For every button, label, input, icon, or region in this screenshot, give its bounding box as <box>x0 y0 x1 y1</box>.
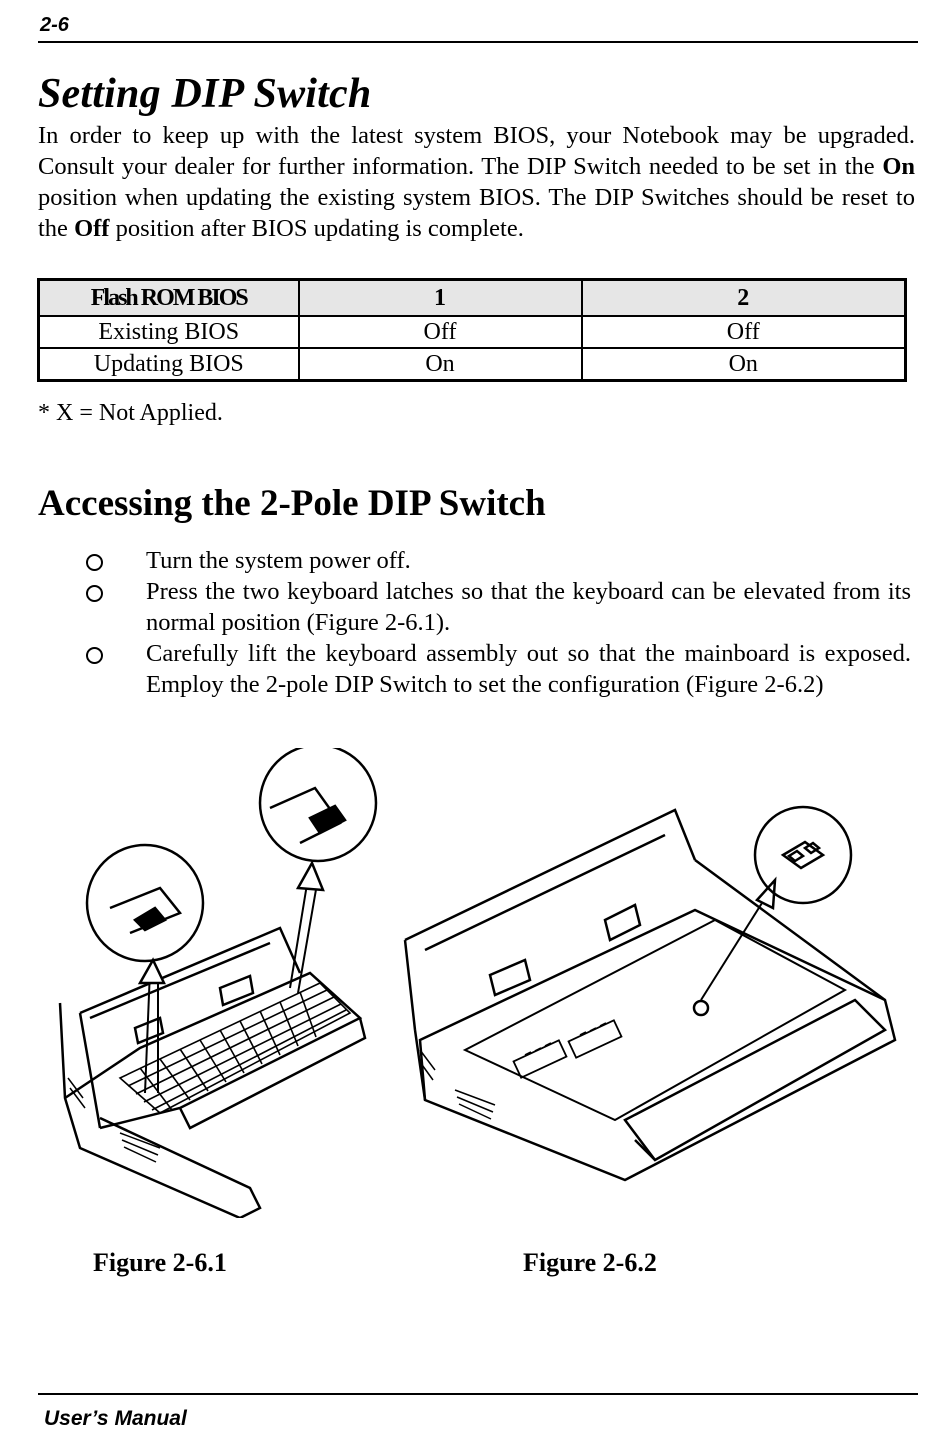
table-cell: On <box>580 347 907 382</box>
footer-rule <box>38 1393 918 1395</box>
intro-bold-on: On <box>882 153 915 180</box>
table-row: Existing BIOS Off Off <box>37 315 907 349</box>
figure-caption: Figure 2-6.1 <box>93 1248 227 1277</box>
section-title: Setting DIP Switch <box>38 71 372 117</box>
page-number: 2-6 <box>40 14 69 36</box>
intro-paragraph: In order to keep up with the latest syst… <box>38 120 915 244</box>
header-rule <box>38 41 918 43</box>
table-header-cell: 1 <box>297 278 583 317</box>
table-header-cell: 2 <box>580 278 907 317</box>
steps-list: Turn the system power off. Press the two… <box>86 545 911 700</box>
figure-caption: Figure 2-6.2 <box>523 1248 657 1277</box>
table-cell: Updating BIOS <box>37 347 300 382</box>
circle-bullet-icon <box>86 585 103 602</box>
footer-label: User’s Manual <box>44 1407 187 1430</box>
list-item: Turn the system power off. <box>86 545 911 576</box>
circle-bullet-icon <box>86 554 103 571</box>
table-row: Updating BIOS On On <box>37 347 907 382</box>
step-text: Press the two keyboard latches so that t… <box>146 578 911 636</box>
intro-text-2: position when updating the existing syst… <box>38 184 915 242</box>
dip-switch-illustration <box>403 805 897 1182</box>
table-cell: Existing BIOS <box>37 315 300 349</box>
intro-bold-off: Off <box>74 215 110 242</box>
step-text: Carefully lift the keyboard assembly out… <box>146 640 911 698</box>
intro-text-1: In order to keep up with the latest syst… <box>38 122 915 180</box>
table-cell: On <box>297 347 583 382</box>
list-item: Press the two keyboard latches so that t… <box>86 576 911 638</box>
list-item: Carefully lift the keyboard assembly out… <box>86 638 911 700</box>
table-header-cell: Flash ROM BIOS <box>37 278 300 317</box>
table-header-row: Flash ROM BIOS 1 2 <box>37 278 907 317</box>
table-cell: Off <box>580 315 907 349</box>
keyboard-latch-illustration <box>58 748 378 1218</box>
subsection-title: Accessing the 2-Pole DIP Switch <box>38 483 546 524</box>
table-note: * X = Not Applied. <box>38 400 223 426</box>
bios-table: Flash ROM BIOS 1 2 Existing BIOS Off Off… <box>37 278 907 382</box>
step-text: Turn the system power off. <box>146 547 411 574</box>
circle-bullet-icon <box>86 647 103 664</box>
intro-text-3: position after BIOS updating is complete… <box>109 215 524 242</box>
table-cell: Off <box>297 315 583 349</box>
